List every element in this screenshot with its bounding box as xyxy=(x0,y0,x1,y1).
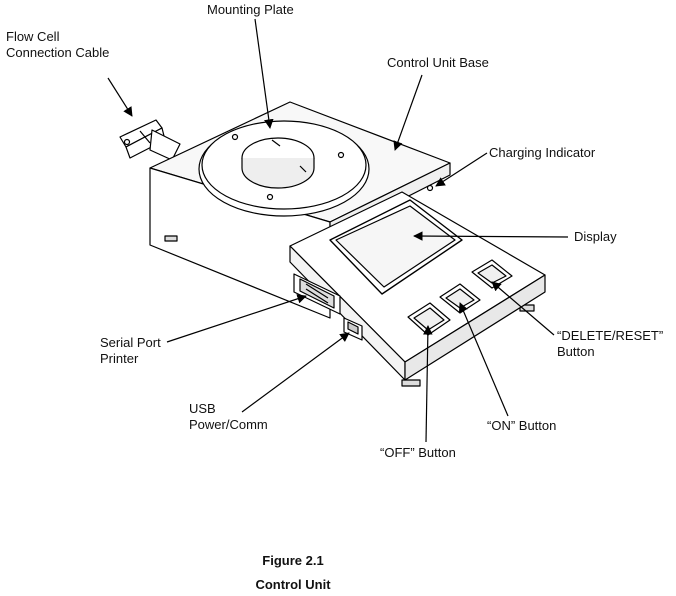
cable-connector xyxy=(119,119,181,161)
button-delete-reset[interactable] xyxy=(471,259,513,289)
label-delete-reset: “DELETE/RESET” Button xyxy=(557,328,663,360)
label-serial-port-line2: Printer xyxy=(100,351,139,366)
leader-serial-port xyxy=(166,294,307,343)
label-charging-indicator: Charging Indicator xyxy=(489,145,596,160)
label-control-unit-base: Control Unit Base xyxy=(387,55,489,70)
figure-number: Figure 2.1 xyxy=(262,553,324,568)
label-serial-port: Serial Port Printer xyxy=(100,335,161,367)
control-panel xyxy=(289,184,546,381)
leader-usb xyxy=(241,332,350,413)
label-display: Display xyxy=(574,229,617,244)
leader-charging-indicator xyxy=(435,152,488,187)
serial-port xyxy=(293,273,341,315)
label-flow-cell-line1: Flow Cell xyxy=(6,29,60,44)
label-off-button: “OFF” Button xyxy=(380,445,456,460)
leader-mounting-plate xyxy=(254,18,274,129)
label-usb-line2: Power/Comm xyxy=(189,417,268,432)
label-delete-reset-line2: Button xyxy=(557,344,595,359)
usb-port xyxy=(343,317,363,341)
label-usb-line1: USB xyxy=(189,401,216,416)
leader-on-button xyxy=(458,302,509,417)
label-mounting-plate: Mounting Plate xyxy=(207,2,294,17)
label-delete-reset-line1: “DELETE/RESET” xyxy=(557,328,664,343)
leader-off-button xyxy=(423,325,433,443)
leader-control-unit-base xyxy=(393,74,423,151)
mounting-plate xyxy=(198,120,370,217)
label-on-button: “ON” Button xyxy=(487,418,557,433)
label-serial-port-line1: Serial Port xyxy=(100,335,161,350)
label-flow-cell-line2: Connection Cable xyxy=(6,45,110,60)
label-usb: USB Power/Comm xyxy=(189,401,268,433)
leader-delete-reset xyxy=(491,281,555,336)
leader-display xyxy=(413,231,569,241)
figure-title: Control Unit xyxy=(255,577,331,592)
label-flow-cell: Flow Cell Connection Cable xyxy=(6,29,109,61)
leader-flow-cell xyxy=(107,77,133,117)
